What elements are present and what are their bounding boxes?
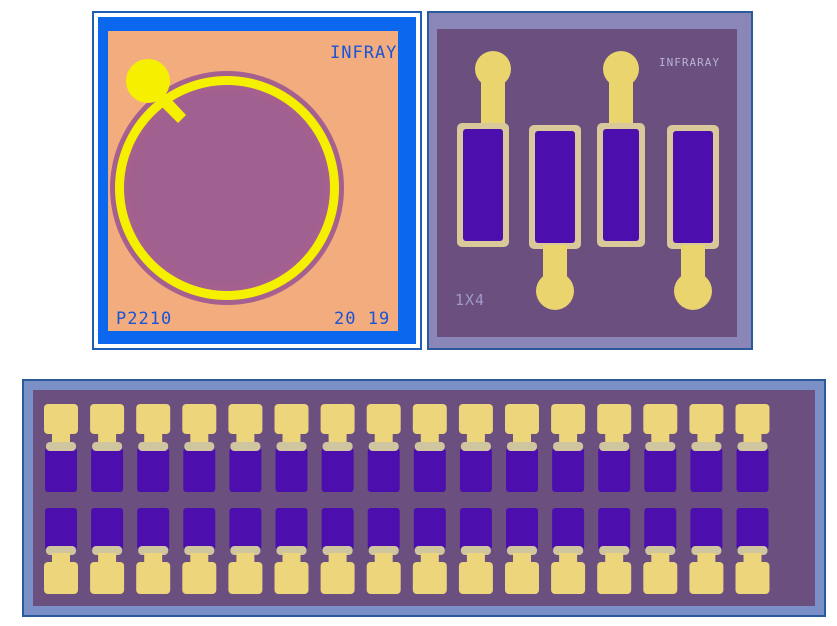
bottom-pixel: [597, 508, 632, 594]
sensor-active-area: [130, 91, 324, 285]
top-pixel: [44, 404, 78, 492]
die-surface: INFRARAY 1X4: [437, 29, 737, 337]
bottom-pixel: [505, 508, 539, 594]
top-pixel: [136, 404, 171, 492]
year-label: 20 19: [334, 309, 391, 329]
bottom-pixel: [689, 508, 724, 594]
top-pixel: [274, 404, 309, 492]
bottom-pixel: [735, 508, 770, 594]
bottom-pixel: [412, 508, 447, 594]
array-1x4-die-photo: INFRARAY 1X4: [427, 11, 753, 350]
die-substrate: INFRAY P2210 20 19: [108, 31, 398, 331]
brand-label: INFRAY: [330, 43, 398, 63]
pixel-3: [597, 51, 645, 247]
bond-pad: [126, 59, 170, 103]
top-pixel: [689, 404, 724, 492]
pixel-4: [667, 125, 719, 310]
top-pixel: [597, 404, 632, 492]
part-number-label: P2210: [116, 309, 173, 329]
bottom-pixel: [90, 508, 125, 594]
top-pixel: [320, 404, 355, 492]
top-pixel: [412, 404, 447, 492]
top-pixel: [643, 404, 678, 492]
array-1x16-die-photo: [22, 379, 826, 617]
brand-label: INFRARAY: [659, 56, 720, 69]
top-pixel: [366, 404, 401, 492]
top-pixel: [228, 404, 263, 492]
bottom-pixel: [366, 508, 401, 594]
bottom-pixel: [274, 508, 309, 594]
pixel-1: [457, 51, 511, 247]
top-pixel: [182, 404, 217, 492]
top-pixel: [735, 404, 770, 492]
bottom-pixel: [44, 508, 78, 594]
single-element-die-photo: INFRAY P2210 20 19: [92, 11, 422, 350]
bottom-pixel: [551, 508, 586, 594]
bottom-pixel: [136, 508, 171, 594]
bottom-pixel: [458, 508, 493, 594]
bottom-pixel: [182, 508, 217, 594]
top-pixel: [90, 404, 125, 492]
bottom-pixel: [643, 508, 678, 594]
bottom-pixel: [228, 508, 263, 594]
single-sensor-drawing: [110, 59, 344, 305]
array-size-label: 1X4: [455, 291, 486, 309]
bottom-pixel: [320, 508, 355, 594]
top-pixel: [551, 404, 586, 492]
top-pixel: [458, 404, 493, 492]
array-1x4-drawing: [457, 51, 719, 310]
top-pixel: [505, 404, 539, 492]
die-surface: [33, 390, 815, 606]
array-1x16-drawing: [44, 404, 770, 594]
pixel-2: [529, 125, 581, 310]
